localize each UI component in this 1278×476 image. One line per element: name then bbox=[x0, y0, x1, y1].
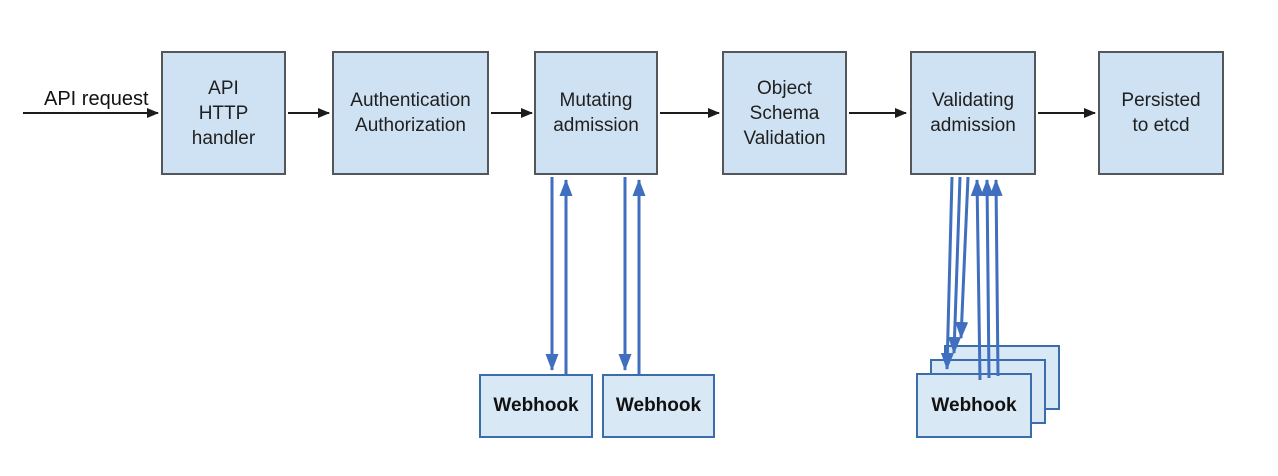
node-persisted-to-etcd: Persisted to etcd bbox=[1098, 51, 1224, 175]
mutating-webhook-2: Webhook bbox=[602, 374, 715, 438]
arrow-validating-down-3 bbox=[955, 176, 970, 339]
node-authentication-authorization: Authentication Authorization bbox=[332, 51, 489, 175]
api-request-label: API request bbox=[44, 88, 149, 110]
mutating-webhook-1: Webhook bbox=[479, 374, 593, 438]
validating-webhook-front: Webhook bbox=[916, 373, 1032, 438]
node-validating-admission: Validating admission bbox=[910, 51, 1036, 175]
node-api-http-handler: API HTTP handler bbox=[161, 51, 286, 175]
node-mutating-admission: Mutating admission bbox=[534, 51, 658, 175]
mutating-webhook-arrows bbox=[545, 177, 646, 374]
arrow-validating-down-1 bbox=[940, 176, 954, 370]
arrow-validating-down-2 bbox=[948, 176, 962, 354]
node-object-schema-validation: Object Schema Validation bbox=[722, 51, 847, 175]
